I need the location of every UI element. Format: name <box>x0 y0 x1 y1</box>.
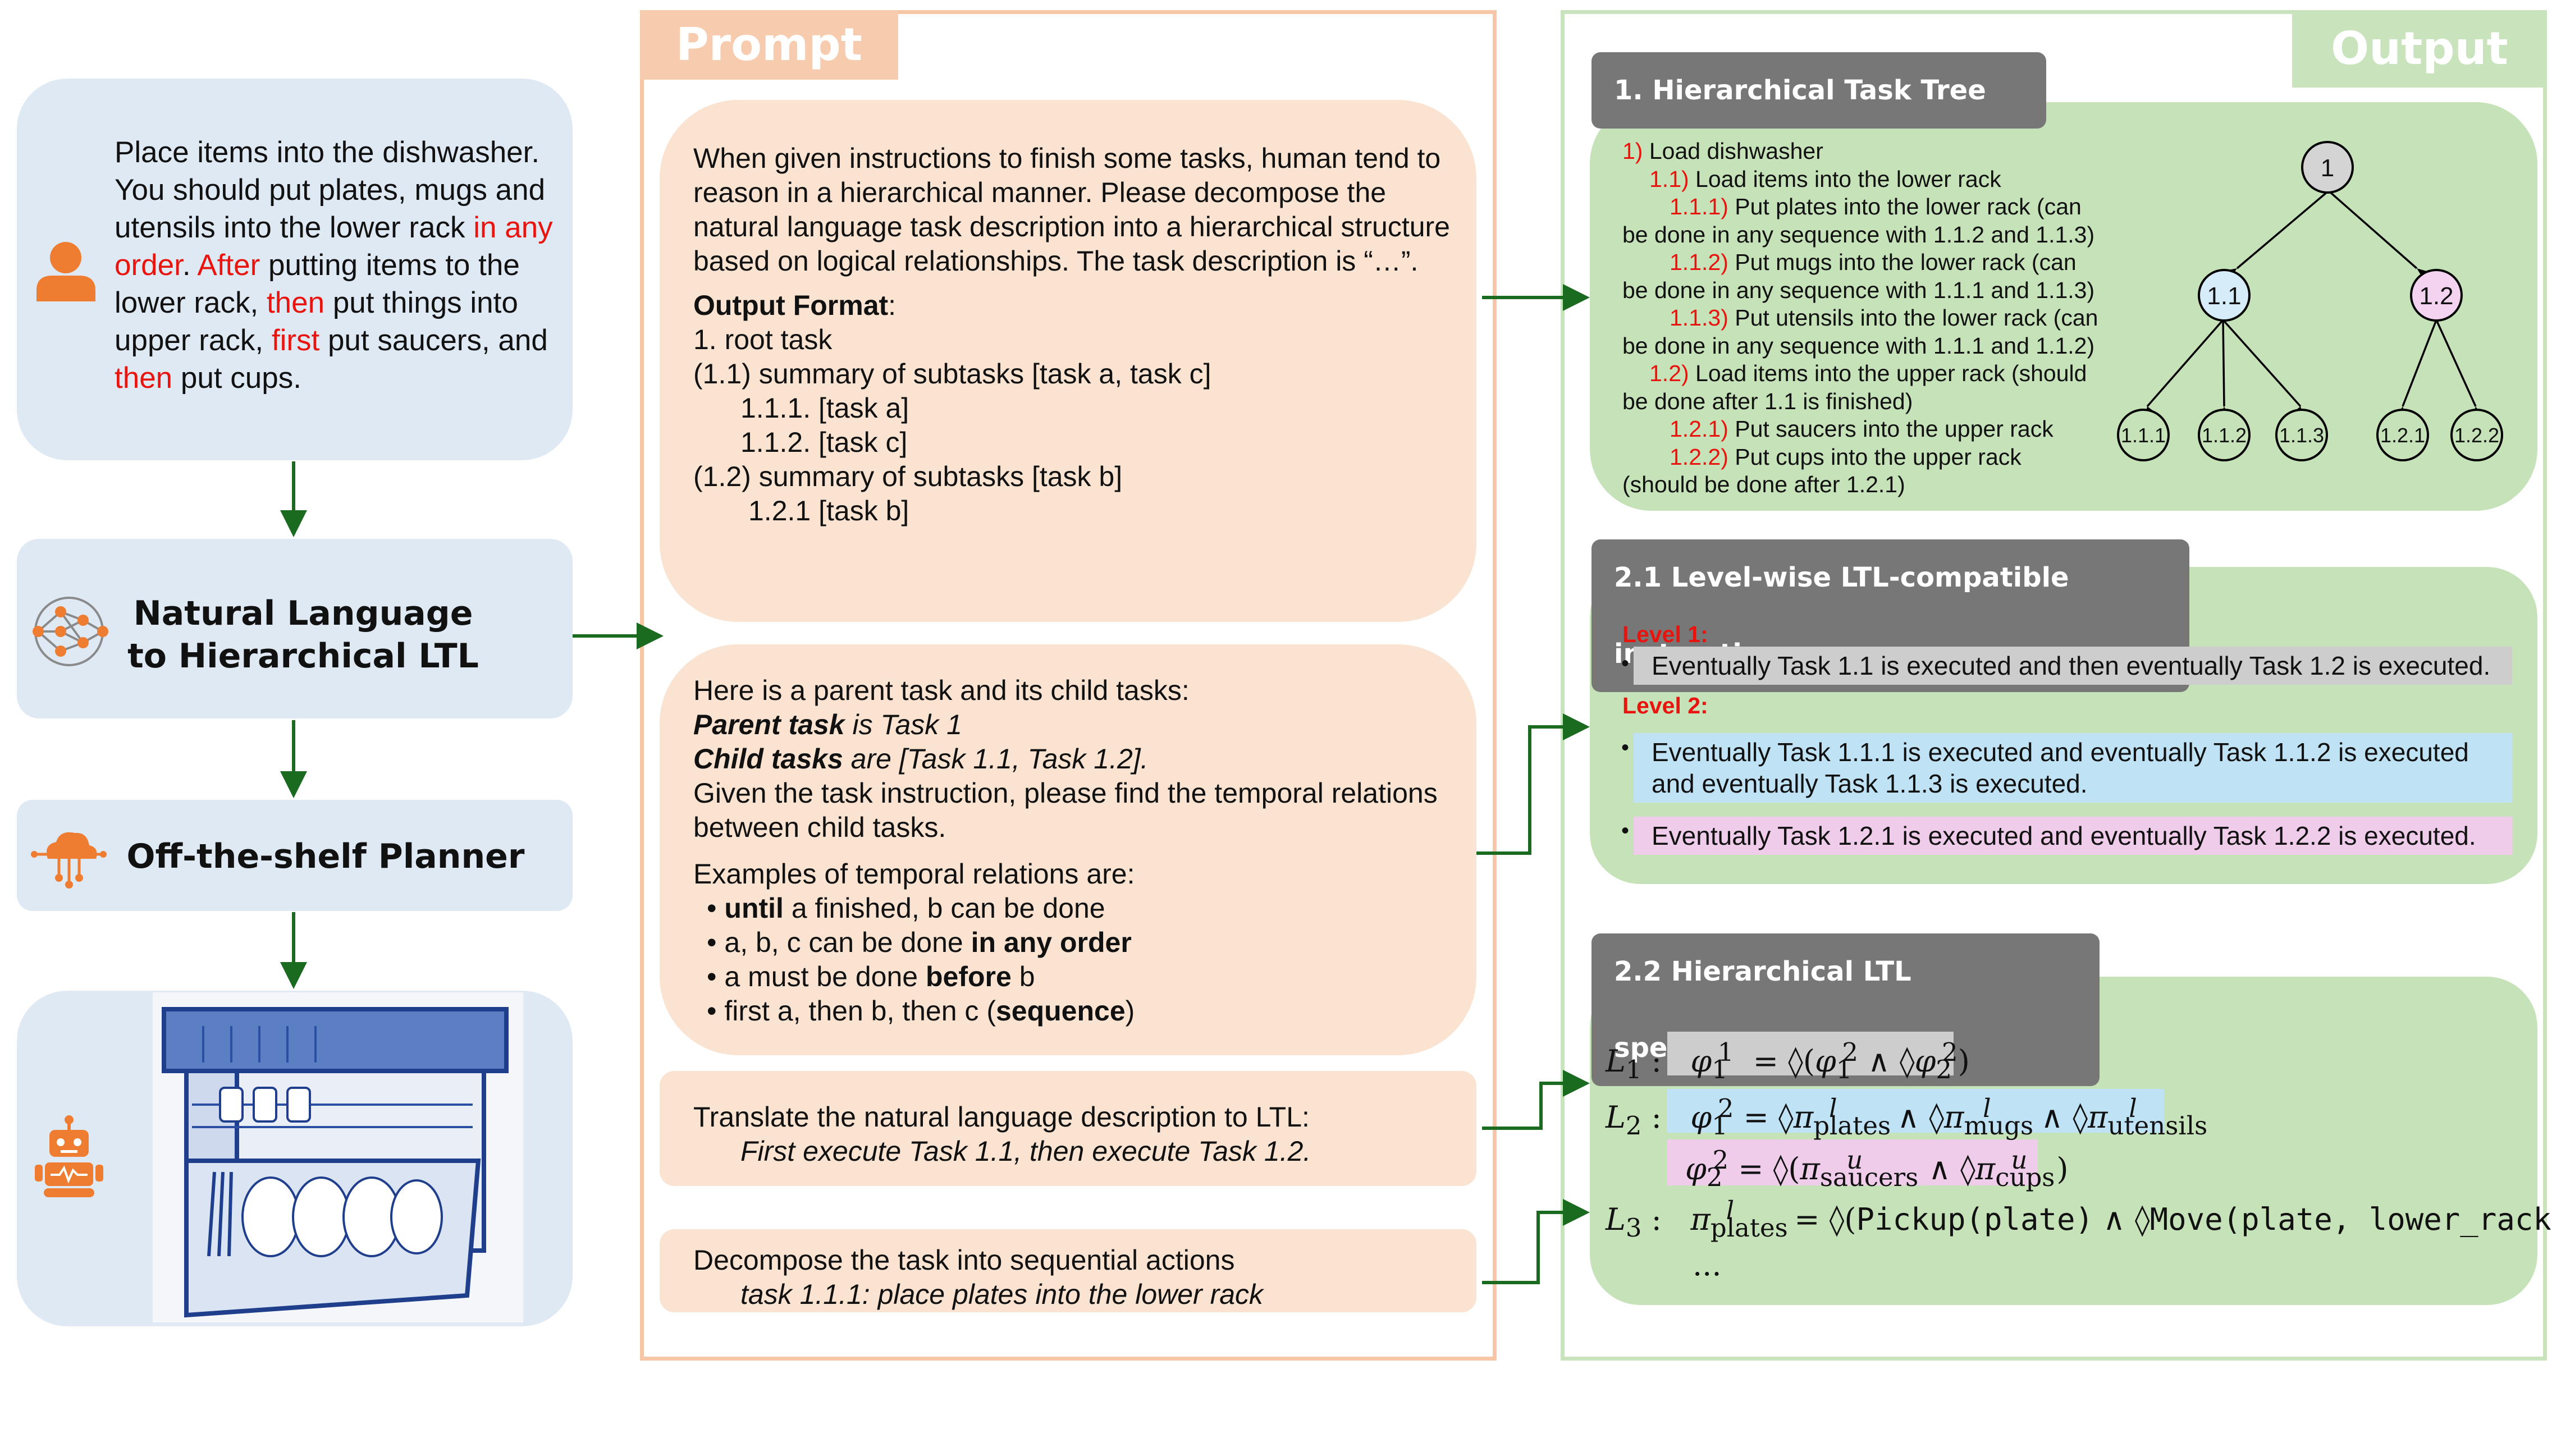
tree-line: 1.2) Load items into the upper rack (sho… <box>1649 360 2087 386</box>
example-item: • first a, then b, then c (sequence) <box>707 995 1135 1027</box>
format-line: 1. root task <box>693 324 833 355</box>
prompt-box-temporal <box>660 644 1476 1055</box>
level2-item: Eventually Task 1.2.1 is executed and ev… <box>1634 817 2512 855</box>
examples-label: Examples of temporal relations are: <box>693 858 1135 890</box>
prompt-tab: Prompt <box>640 10 898 80</box>
tree-line-cont: (should be done after 1.2.1) <box>1622 471 1905 497</box>
cloud-network-icon <box>31 819 107 890</box>
prompt-intro: When given instructions to finish some t… <box>693 143 1450 277</box>
example-item: • a, b, c can be done in any order <box>707 927 1132 958</box>
level1-item: Eventually Task 1.1 is executed and then… <box>1634 647 2512 685</box>
spec-level3: L3 : πplatesl = ◊(Pickup(plate) ∧ ◊Move(… <box>1606 1196 2552 1243</box>
task-instruction: Place items into the dishwasher. You sho… <box>115 136 553 395</box>
prompt-box-translate <box>660 1071 1476 1186</box>
tree-line: 1) Load dishwasher <box>1622 138 1823 164</box>
output-format-label: Output Format: <box>693 290 897 321</box>
bullet-dot: • <box>1621 651 1630 676</box>
prompt-frame <box>640 10 1497 1361</box>
nl-to-ltl-box <box>17 539 573 718</box>
format-line: 1.1.2. [task c] <box>740 427 908 458</box>
tree-line: 1.1.2) Put mugs into the lower rack (can <box>1670 249 2077 275</box>
tree-line: 1.1.3) Put utensils into the lower rack … <box>1670 305 2098 331</box>
level2-item: Eventually Task 1.1.1 is executed and ev… <box>1634 733 2512 803</box>
arrow-to-ltl-instructions <box>1476 713 1590 855</box>
node-label: 1.2 <box>2419 282 2453 310</box>
parent-task-line: Parent task is Task 1 <box>693 709 962 740</box>
tree-node-root <box>2301 141 2354 194</box>
task-tree-header: 1. Hierarchical Task Tree <box>1591 52 2046 129</box>
node-label: 1.1 <box>2207 282 2241 310</box>
node-label: 1.1.3 <box>2279 424 2324 447</box>
phi22-highlight <box>1667 1139 2038 1185</box>
output-tab: Output <box>2292 10 2547 88</box>
bullet-dot: • <box>1621 818 1630 843</box>
robot-icon <box>33 1114 106 1198</box>
prompt-box-decompose <box>660 100 1476 622</box>
spec-level2: L2 : φ12 = ◊πplatesl ∧ ◊πmugsl ∧ ◊πutens… <box>1606 1093 2208 1141</box>
tree-line-cont: be done in any sequence with 1.1.2 and 1… <box>1622 221 2095 248</box>
dishwasher-image <box>153 992 523 1322</box>
nl-to-ltl-title: Natural Language to Hierarchical LTL <box>127 594 479 676</box>
prompt-box-actions <box>660 1229 1476 1312</box>
tree-line: 1.2.1) Put saucers into the upper rack <box>1670 416 2054 442</box>
prompt-translate-text: Translate the natural language descripti… <box>693 1100 1462 1169</box>
tree-line: 1.1) Load items into the lower rack <box>1649 166 2001 192</box>
node-label: 1.2.1 <box>2380 424 2425 447</box>
level1-label: Level 1: <box>1622 621 1708 647</box>
level2-label: Level 2: <box>1622 693 1708 718</box>
tree-node-1-1 <box>2198 269 2251 322</box>
prompt-temporal-text: Here is a parent task and its child task… <box>693 674 1462 1028</box>
format-line: (1.2) summary of subtasks [task b] <box>693 461 1123 492</box>
actions-example: task 1.1.1: place plates into the lower … <box>740 1279 1264 1310</box>
format-line: 1.2.1 [task b] <box>748 495 909 526</box>
child-tasks-line: Child tasks are [Task 1.1, Task 1.2]. <box>693 743 1149 775</box>
phi12-highlight <box>1667 1089 2164 1133</box>
node-label: 1.1.2 <box>2202 424 2247 447</box>
spec-ellipsis: ... <box>1693 1247 1722 1283</box>
user-icon <box>34 239 98 303</box>
tree-node-1-1-3 <box>2275 409 2328 461</box>
arrow-to-level2 <box>1482 1070 1590 1130</box>
node-label: 1.2.2 <box>2454 424 2499 447</box>
translate-example: First execute Task 1.1, then execute Tas… <box>740 1136 1311 1167</box>
prompt-decompose-text: When given instructions to finish some t… <box>693 141 1462 528</box>
planner-title: Off-the-shelf Planner <box>126 837 525 876</box>
tree-line: 1.2.2) Put cups into the upper rack <box>1670 443 2022 470</box>
tree-line-cont: be done in any sequence with 1.1.1 and 1… <box>1622 277 2095 303</box>
format-line: 1.1.1. [task a] <box>740 392 909 424</box>
spec-level1: L1 : φ11 = ◊(φ12 ∧ ◊φ22) <box>1606 1037 1970 1084</box>
tree-node-1-1-1 <box>2117 409 2170 461</box>
neural-network-icon <box>27 589 111 674</box>
tree-node-1-2-2 <box>2450 409 2503 461</box>
format-line: (1.1) summary of subtasks [task a, task … <box>693 358 1211 390</box>
phi11-highlight <box>1667 1032 1954 1075</box>
temporal-intro: Here is a parent task and its child task… <box>693 675 1190 706</box>
instruction-box <box>17 79 573 460</box>
node-label: 1.1.1 <box>2121 424 2166 447</box>
tree-line: 1.1.1) Put plates into the lower rack (c… <box>1670 194 2082 219</box>
node-label: 1 <box>2321 154 2334 182</box>
tree-line-cont: be done after 1.1 is finished) <box>1622 388 1913 414</box>
tree-node-1-2 <box>2410 269 2463 322</box>
output-frame <box>1561 10 2547 1361</box>
temporal-question: Given the task instruction, please find … <box>693 777 1438 843</box>
example-item: • a must be done before b <box>707 961 1035 992</box>
example-item: • until a finished, b can be done <box>707 892 1105 924</box>
bullet-dot: • <box>1621 735 1630 760</box>
task-tree-text: 1) Load dishwasher 1.1) Load items into … <box>1622 138 2144 499</box>
tree-node-1-2-1 <box>2376 409 2429 461</box>
tree-line-cont: be done in any sequence with 1.1.1 and 1… <box>1622 332 2095 359</box>
planner-box <box>17 800 573 911</box>
prompt-actions-text: Decompose the task into sequential actio… <box>693 1243 1462 1312</box>
tree-node-1-1-2 <box>2198 409 2251 461</box>
actions-line: Decompose the task into sequential actio… <box>693 1244 1235 1276</box>
translate-line: Translate the natural language descripti… <box>693 1101 1310 1133</box>
arrow-to-level3 <box>1482 1199 1590 1284</box>
spec-level2-phi22: φ22 = ◊(πsaucersu ∧ ◊πcupsu) <box>1685 1145 2069 1192</box>
